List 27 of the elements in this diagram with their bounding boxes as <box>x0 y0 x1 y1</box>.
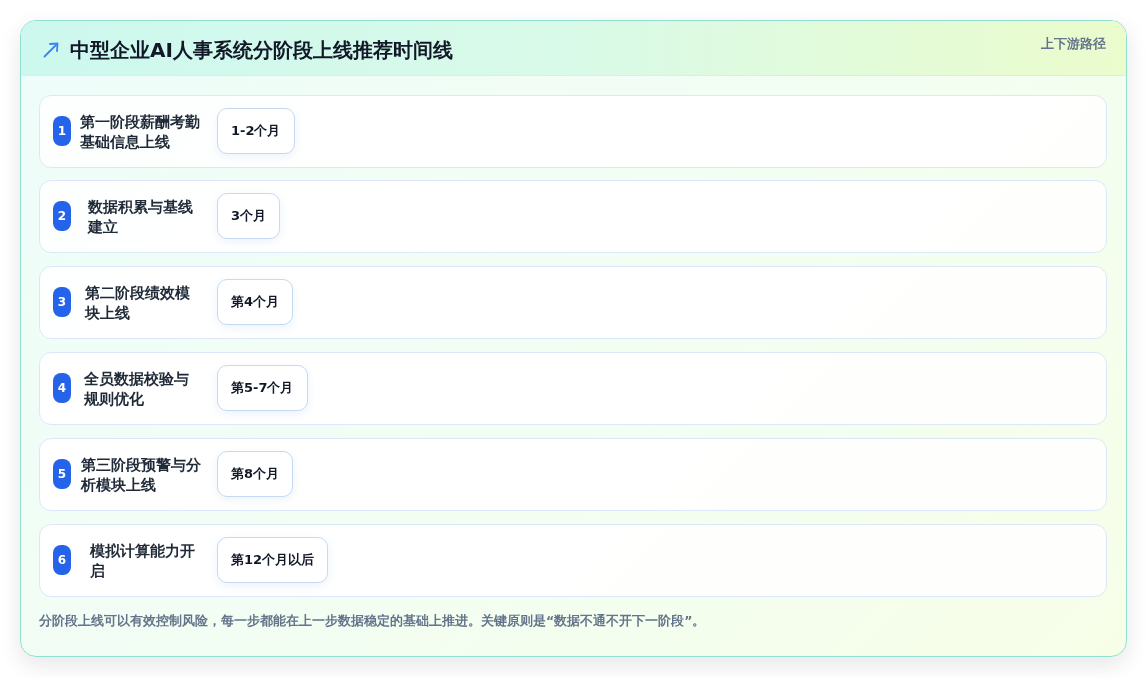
stage-label: 第一阶段薪酬考勤基础信息上线 <box>80 111 201 152</box>
stage-card <box>39 180 1107 253</box>
stage-label: 模拟计算能力开启 <box>90 540 196 581</box>
title: 中型企业AI人事系统分阶段上线推荐时间线 <box>70 38 453 62</box>
stage-card <box>39 524 1107 597</box>
stage-label: 第二阶段绩效模块上线 <box>85 282 191 323</box>
stage-card <box>39 95 1107 168</box>
number-badge: 3 <box>53 287 71 317</box>
side-label: 上下游路径 <box>1041 35 1106 53</box>
number-badge: 6 <box>53 545 71 575</box>
stage-card <box>39 438 1107 511</box>
stage-label: 全员数据校验与规则优化 <box>84 368 190 409</box>
stage-card <box>39 352 1107 425</box>
number-badge: 4 <box>53 373 71 403</box>
number-badge: 2 <box>53 201 71 231</box>
number-badge: 5 <box>53 459 71 489</box>
duration-pill: 第8个月 <box>217 451 294 497</box>
duration-pill: 第5-7个月 <box>217 365 308 411</box>
duration-pill: 1-2个月 <box>217 108 295 154</box>
stage-label: 数据积累与基线建立 <box>88 196 194 237</box>
duration-pill: 第4个月 <box>217 279 294 325</box>
footnote: 分阶段上线可以有效控制风险，每一步都能在上一步数据稳定的基础上推进。关键原则是“数据不通不开下一阶段”。 <box>39 612 706 630</box>
duration-pill: 3个月 <box>217 193 281 239</box>
stage-label: 第三阶段预警与分析模块上线 <box>81 454 202 495</box>
number-badge: 1 <box>53 116 71 146</box>
stage-card <box>39 266 1107 339</box>
duration-pill: 第12个月以后 <box>217 537 329 583</box>
